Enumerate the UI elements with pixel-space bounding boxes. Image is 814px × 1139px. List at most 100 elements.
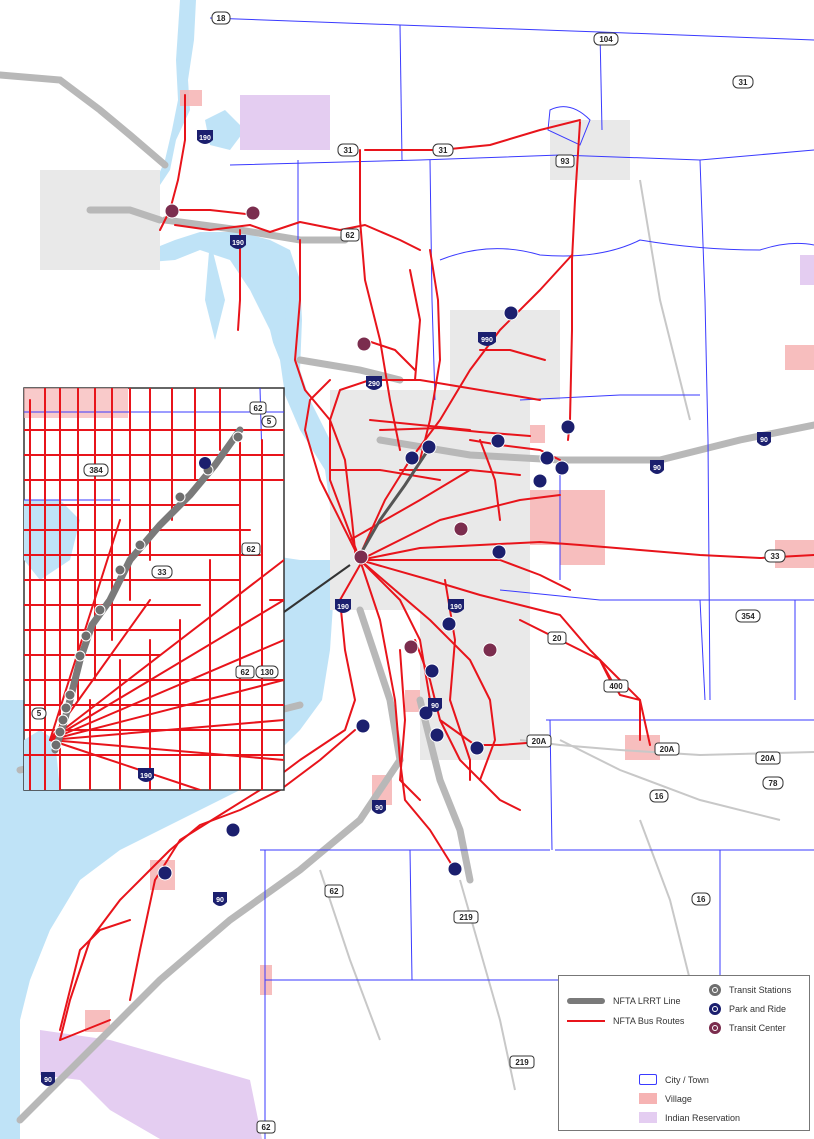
river-channel xyxy=(205,240,225,340)
interstate-190-downtown: 190 xyxy=(335,599,351,613)
legend-transit-stations: Transit Stations xyxy=(709,984,791,996)
legend-lrrt-swatch xyxy=(567,998,605,1004)
legend-bus-label: NFTA Bus Routes xyxy=(613,1016,685,1026)
svg-text:93: 93 xyxy=(561,157,570,166)
shield-16-south: 16 xyxy=(691,892,711,906)
svg-text:219: 219 xyxy=(515,1058,529,1067)
reservations xyxy=(40,95,814,1139)
inset-shield-33: 33 xyxy=(151,565,173,579)
grand-island xyxy=(195,260,282,385)
legend-transit-center: Transit Center xyxy=(709,1022,786,1034)
legend-transit-center-label: Transit Center xyxy=(729,1023,786,1033)
transit-station-icon xyxy=(709,984,721,996)
svg-text:190: 190 xyxy=(450,604,462,611)
svg-text:990: 990 xyxy=(481,337,493,344)
inset-shield-130: 130 xyxy=(255,665,279,679)
inset-shield-5-top: 5 xyxy=(261,415,277,428)
inset-route-shields: 62 5 384 62 33 62 130 5 190 xyxy=(31,401,279,782)
shield-93: 93 xyxy=(555,154,575,168)
svg-text:62: 62 xyxy=(241,668,250,677)
legend-reservation-label: Indian Reservation xyxy=(665,1112,741,1123)
city-town-swatch xyxy=(639,1074,657,1085)
svg-text:33: 33 xyxy=(158,568,167,577)
svg-text:62: 62 xyxy=(254,404,263,413)
inset-map xyxy=(23,387,285,791)
route-shields: 18 104 31 31 31 93 62 190 190 290 990 90… xyxy=(41,11,786,1134)
svg-text:90: 90 xyxy=(375,805,383,812)
svg-text:130: 130 xyxy=(260,668,274,677)
svg-text:5: 5 xyxy=(37,709,42,718)
svg-text:104: 104 xyxy=(599,35,613,44)
river-channel-east xyxy=(285,250,300,360)
transit-center-markers xyxy=(164,203,498,658)
park-and-ride-icon xyxy=(709,1003,721,1015)
shield-31-west: 31 xyxy=(337,143,359,157)
town-boundaries xyxy=(209,17,814,1139)
inset-shield-62-mid: 62 xyxy=(241,542,261,556)
svg-text:18: 18 xyxy=(217,14,226,23)
inset-park-and-ride xyxy=(199,457,211,469)
svg-text:20A: 20A xyxy=(532,737,547,746)
interstate-290: 290 xyxy=(366,376,382,390)
legend-city-town: City / Town xyxy=(639,1074,709,1085)
shield-20a-mid: 20A xyxy=(654,742,680,756)
svg-text:5: 5 xyxy=(267,417,272,426)
inset-interstate-190: 190 xyxy=(138,768,154,782)
shield-31-east: 31 xyxy=(732,75,754,89)
svg-text:400: 400 xyxy=(609,682,623,691)
interstate-90-far-southwest: 90 xyxy=(41,1072,55,1086)
transit-center-icon xyxy=(709,1022,721,1034)
park-and-ride-markers xyxy=(157,305,576,881)
legend-park-and-ride-label: Park and Ride xyxy=(729,1004,787,1014)
urban-areas xyxy=(40,120,630,760)
shield-18: 18 xyxy=(211,11,231,25)
svg-text:190: 190 xyxy=(140,773,152,780)
shield-354: 354 xyxy=(735,609,761,623)
legend-lrrt-label: NFTA LRRT Line xyxy=(613,996,681,1006)
legend-lrrt: NFTA LRRT Line xyxy=(567,996,681,1006)
svg-text:90: 90 xyxy=(431,703,439,710)
interstate-90-south-a: 90 xyxy=(428,698,442,712)
svg-text:290: 290 xyxy=(368,381,380,388)
interstate-90-mid: 90 xyxy=(650,460,664,474)
shield-16-north: 16 xyxy=(649,789,669,803)
shield-62-north: 62 xyxy=(340,228,360,242)
shield-400: 400 xyxy=(603,679,629,693)
legend-city-town-label: City / Town xyxy=(665,1074,709,1085)
inset-shield-384: 384 xyxy=(83,463,109,477)
legend-bus-swatch xyxy=(567,1020,605,1022)
interstate-990: 990 xyxy=(478,332,496,346)
legend-reservation: Indian Reservation xyxy=(639,1112,740,1123)
lrrt-line-main xyxy=(358,449,430,556)
interstate-90-east: 90 xyxy=(757,432,771,446)
legend-bus: NFTA Bus Routes xyxy=(567,1016,684,1026)
map-legend: NFTA LRRT Line NFTA Bus Routes Transit S… xyxy=(558,975,810,1131)
legend-village: Village xyxy=(639,1093,692,1104)
village-swatch xyxy=(639,1093,657,1104)
shield-219-north: 219 xyxy=(453,910,479,924)
svg-text:190: 190 xyxy=(232,240,244,247)
svg-text:31: 31 xyxy=(739,78,748,87)
svg-text:20A: 20A xyxy=(660,745,675,754)
svg-text:20A: 20A xyxy=(761,754,776,763)
legend-transit-stations-label: Transit Stations xyxy=(729,985,792,995)
svg-text:219: 219 xyxy=(459,913,473,922)
svg-text:33: 33 xyxy=(771,552,780,561)
shield-62-bottom: 62 xyxy=(256,1120,276,1134)
shield-20a-east: 20A xyxy=(755,751,781,765)
legend-village-label: Village xyxy=(665,1093,692,1104)
svg-text:62: 62 xyxy=(346,231,355,240)
svg-text:90: 90 xyxy=(760,437,768,444)
svg-text:190: 190 xyxy=(199,135,211,142)
inset-transit-stations xyxy=(50,431,244,751)
interstate-190-bridge: 190 xyxy=(230,235,246,249)
bus-routes xyxy=(59,94,814,1041)
svg-text:31: 31 xyxy=(439,146,448,155)
svg-text:31: 31 xyxy=(344,146,353,155)
svg-text:384: 384 xyxy=(89,466,103,475)
inset-leader-line xyxy=(283,564,351,613)
shield-78: 78 xyxy=(762,776,784,790)
svg-text:78: 78 xyxy=(769,779,778,788)
